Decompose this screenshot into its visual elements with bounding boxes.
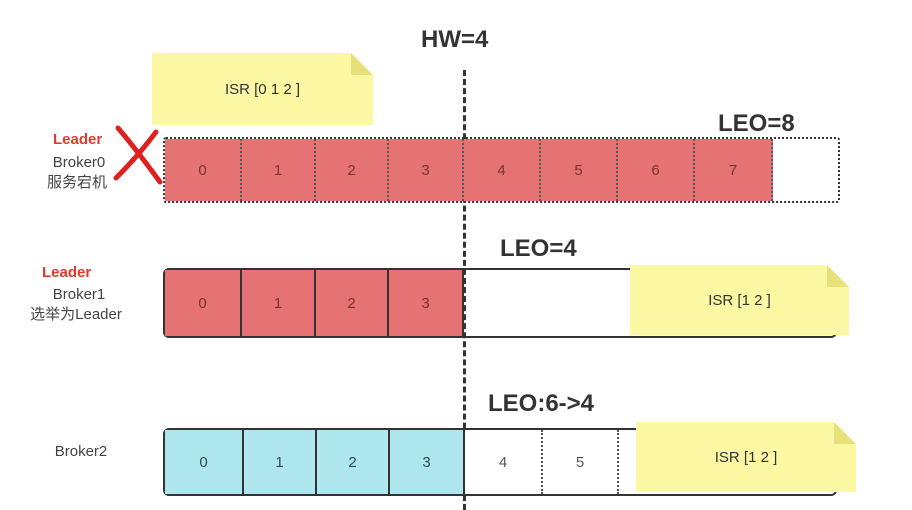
leader-label-broker0: Leader — [53, 131, 103, 148]
log-cell: 0 — [165, 139, 242, 201]
broker0-name: Broker0 — [52, 154, 106, 171]
leo-label-broker2: LEO:6->4 — [488, 390, 595, 417]
log-row-broker1: 0 1 2 3 — [163, 268, 837, 338]
log-cell: 4 — [464, 139, 541, 201]
log-cell: 7 — [695, 139, 773, 201]
log-cell: 6 — [618, 139, 695, 201]
log-cell: 5 — [543, 430, 619, 494]
cell-offset: 2 — [347, 294, 356, 312]
cell-offset: 1 — [273, 294, 283, 312]
hw-dashed-line — [463, 70, 466, 510]
cell-offset: 4 — [497, 161, 506, 179]
log-cell: 1 — [242, 139, 316, 201]
log-cell: 1 — [242, 270, 316, 336]
isr-note-label: ISR [1 2 ] — [714, 448, 778, 466]
cell-offset: 3 — [422, 453, 431, 471]
log-row-broker2: 0 1 2 3 4 5 — [163, 428, 837, 496]
cell-offset: 7 — [728, 161, 738, 179]
log-cell: 0 — [165, 430, 244, 494]
log-cell: 0 — [165, 270, 242, 336]
cell-offset: 2 — [347, 161, 356, 179]
isr-note-broker0: ISR [0 1 2 ] — [152, 53, 373, 125]
cell-offset: 5 — [575, 453, 585, 471]
note-fold-icon — [827, 265, 849, 287]
cell-offset: 6 — [651, 161, 660, 179]
isr-note-broker2: ISR [1 2 ] — [636, 422, 856, 492]
log-cell: 3 — [390, 430, 465, 494]
isr-note-broker1: ISR [1 2 ] — [630, 265, 849, 335]
isr-note-label: ISR [1 2 ] — [708, 291, 771, 309]
x-mark-icon — [113, 125, 163, 185]
cell-offset: 3 — [421, 161, 430, 179]
leader-label-broker1: Leader — [42, 264, 92, 281]
log-cell: 3 — [389, 270, 464, 336]
cell-offset: 1 — [273, 161, 283, 179]
cell-offset: 5 — [574, 161, 583, 179]
leo-label-broker0: LEO=8 — [718, 110, 795, 137]
broker1-name: Broker1 — [52, 286, 106, 303]
cell-offset: 1 — [275, 453, 284, 471]
log-row-broker0: 0 1 2 3 4 5 6 7 — [163, 137, 840, 203]
cell-offset: 2 — [348, 453, 357, 471]
log-cell: 4 — [465, 430, 543, 494]
cell-offset: 3 — [421, 294, 430, 312]
log-cell: 2 — [316, 139, 389, 201]
log-cell: 2 — [317, 430, 390, 494]
cell-offset: 0 — [198, 294, 207, 312]
note-fold-icon — [834, 422, 856, 444]
broker1-note: 选举为Leader — [30, 306, 122, 323]
note-fold-icon — [351, 53, 373, 75]
log-cell: 2 — [316, 270, 389, 336]
isr-note-label: ISR [0 1 2 ] — [224, 80, 301, 98]
hw-label: HW=4 — [421, 26, 489, 53]
cell-offset: 0 — [199, 453, 208, 471]
log-cell: 1 — [244, 430, 317, 494]
cell-offset: 0 — [198, 161, 207, 179]
leo-label-broker1: LEO=4 — [500, 235, 577, 262]
log-cell: 5 — [541, 139, 618, 201]
broker0-note: 服务宕机 — [46, 174, 107, 191]
broker2-name: Broker2 — [54, 443, 108, 460]
log-cell: 3 — [389, 139, 464, 201]
cell-offset: 4 — [498, 453, 508, 471]
